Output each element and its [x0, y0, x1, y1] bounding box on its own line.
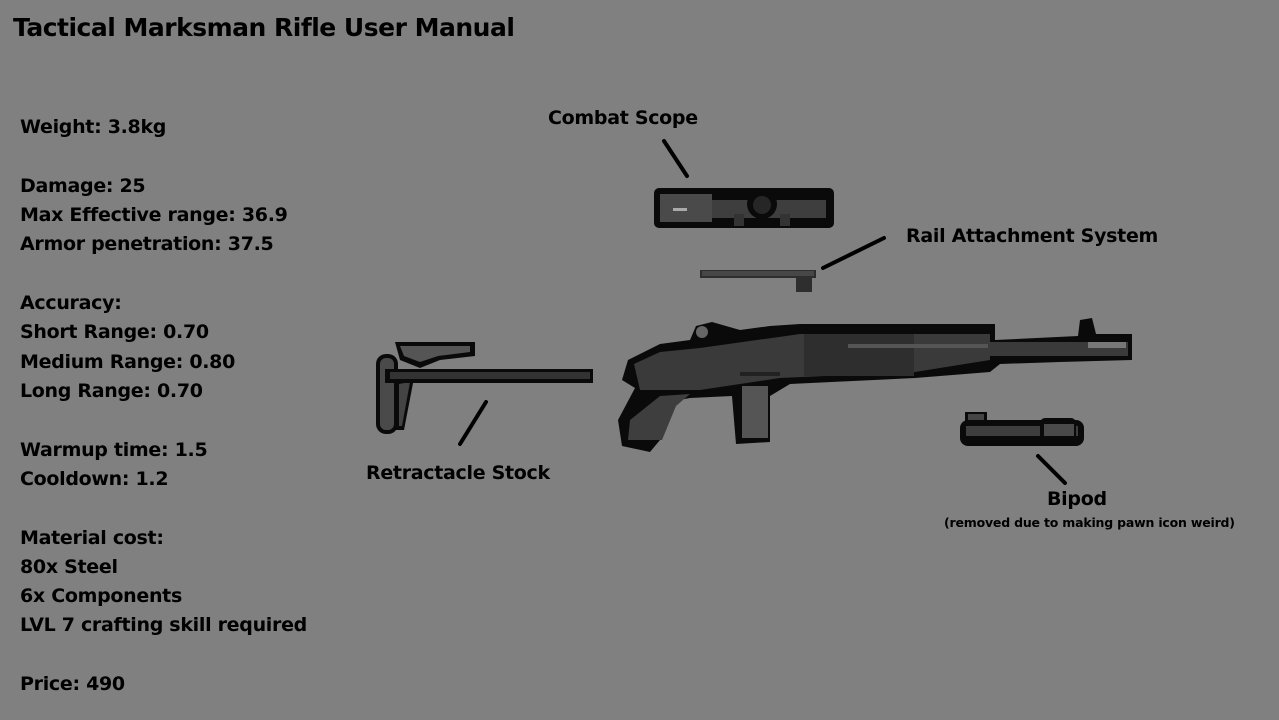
bipod-note: (removed due to making pawn icon weird)	[944, 515, 1235, 530]
stat-medium-range: Medium Range: 0.80	[20, 351, 236, 373]
stat-damage: Damage: 25	[20, 175, 146, 197]
accuracy-heading: Accuracy:	[20, 292, 122, 314]
stat-weight: Weight: 3.8kg	[20, 116, 167, 138]
page-title: Tactical Marksman Rifle User Manual	[13, 13, 515, 42]
material-heading: Material cost:	[20, 527, 164, 549]
rail-leader-line	[821, 236, 886, 270]
stat-max-range: Max Effective range: 36.9	[20, 204, 288, 226]
combat-scope-image	[654, 188, 834, 228]
crafting-skill: LVL 7 crafting skill required	[20, 614, 307, 636]
stock-leader-line	[458, 400, 488, 446]
rail-attachment-image	[700, 270, 816, 292]
rifle-image	[618, 318, 1132, 452]
retractable-stock-image	[376, 342, 593, 434]
stat-cooldown: Cooldown: 1.2	[20, 468, 169, 490]
stat-long-range: Long Range: 0.70	[20, 380, 203, 402]
material-steel: 80x Steel	[20, 556, 118, 578]
scope-leader-line	[662, 139, 689, 178]
retractable-stock-label: Retractacle Stock	[366, 462, 550, 484]
stat-short-range: Short Range: 0.70	[20, 321, 209, 343]
stat-warmup: Warmup time: 1.5	[20, 439, 208, 461]
stat-armor-penetration: Armor penetration: 37.5	[20, 233, 274, 255]
bipod-image	[960, 412, 1084, 446]
stat-price: Price: 490	[20, 673, 125, 695]
material-components: 6x Components	[20, 585, 182, 607]
bipod-label: Bipod	[1047, 488, 1107, 510]
combat-scope-label: Combat Scope	[548, 107, 698, 129]
bipod-leader-line	[1036, 454, 1067, 485]
rail-attachment-label: Rail Attachment System	[906, 225, 1159, 247]
